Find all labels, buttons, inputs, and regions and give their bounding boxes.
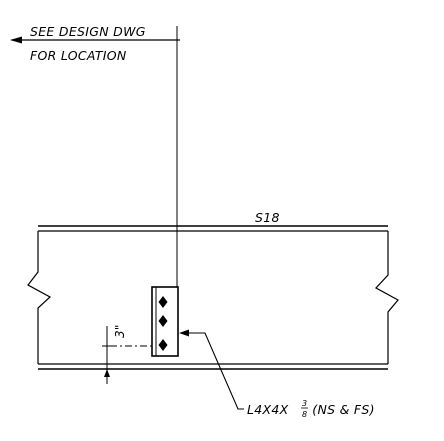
bolt-icon: [158, 315, 168, 327]
leader-arrowhead-icon: [10, 36, 22, 44]
angle-label: L4X4X: [247, 402, 289, 417]
left-break-line: [27, 231, 52, 364]
bolt-icon: [158, 296, 168, 308]
bolt-icon: [158, 339, 168, 351]
right-break-line: [375, 231, 399, 364]
beam-label: S18: [255, 210, 280, 225]
angle-label-suffix: (NS & FS): [308, 402, 375, 417]
angle-leader-line: [181, 332, 244, 410]
dimension-arrowhead-icon: [104, 369, 110, 377]
angle-fraction-denominator: 8: [302, 410, 307, 419]
angle-label-main: L4X4X: [247, 402, 289, 417]
angle-leader-arrowhead-icon: [179, 329, 189, 337]
location-note-line1: SEE DESIGN DWG: [30, 24, 146, 39]
location-note-line2: FOR LOCATION: [30, 48, 127, 63]
dimension-value: 3": [113, 324, 127, 338]
angle-fraction-numerator: 3: [302, 399, 307, 408]
